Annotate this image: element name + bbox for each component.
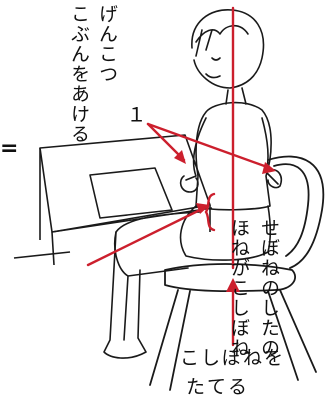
arrow-icon bbox=[262, 162, 276, 174]
child-right-fist bbox=[267, 168, 283, 189]
child-torso bbox=[195, 101, 272, 211]
label-sit-line2: たてる bbox=[186, 376, 250, 398]
child bbox=[103, 9, 283, 359]
arrow-icon bbox=[174, 150, 186, 164]
label-fist-line2: こぶんをあける bbox=[68, 4, 90, 144]
label-spine-line1: せぼねのしたの bbox=[258, 218, 280, 358]
chair-back-inner bbox=[273, 163, 310, 257]
child-head bbox=[191, 9, 265, 89]
margin-mark: = bbox=[0, 136, 20, 161]
label-spine-line2: ほねがこしぼね bbox=[228, 218, 250, 358]
brace-icon bbox=[204, 192, 216, 232]
child-leg bbox=[103, 231, 147, 359]
child-hips bbox=[179, 205, 272, 261]
label-fist-line1: げんこつ bbox=[96, 4, 118, 84]
spine-arrow bbox=[86, 206, 206, 267]
chair-back-leg bbox=[267, 289, 317, 381]
desk-paper bbox=[89, 167, 173, 219]
child-left-arm bbox=[185, 117, 207, 181]
child-left-fist bbox=[179, 175, 199, 193]
floor-left bbox=[13, 251, 71, 259]
child-leg-crease bbox=[123, 275, 129, 341]
arrow-icon bbox=[196, 203, 210, 214]
label-sit-line1: こしぼねを bbox=[180, 347, 286, 369]
arrow-icon bbox=[226, 278, 240, 292]
chair bbox=[149, 155, 325, 391]
child-neck bbox=[225, 87, 247, 105]
arrowheads bbox=[174, 150, 276, 292]
annotations bbox=[86, 6, 272, 347]
chair-back bbox=[267, 155, 325, 269]
child-hair bbox=[195, 24, 249, 57]
chair-front-leg bbox=[149, 289, 191, 391]
child-face bbox=[205, 57, 221, 79]
fist-arrow-right bbox=[146, 122, 272, 170]
desk-edge bbox=[51, 207, 213, 233]
chair-seat bbox=[164, 263, 296, 293]
label-fist-number: １ bbox=[123, 104, 147, 125]
